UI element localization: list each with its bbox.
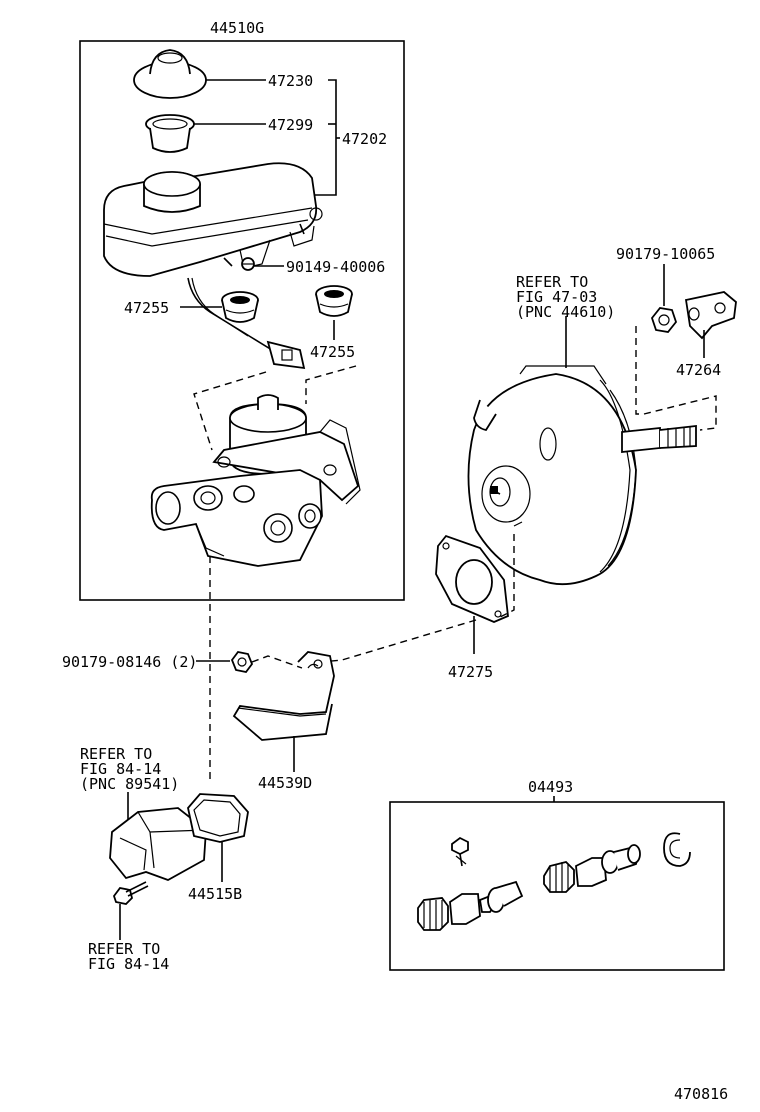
label-44515B: 44515B [188,885,242,903]
kit-piston-primary-part [417,880,524,931]
grommet-left-part [221,291,259,323]
bracket-part [232,651,335,741]
refer-booster-line-3: (PNC 44610) [516,303,615,321]
refer-sensor-line-1: REFER TO [80,745,152,763]
label-47230: 47230 [268,72,313,90]
label-47255-left: 47255 [124,299,169,317]
label-90149-40006: 90149-40006 [286,258,385,276]
figure-number: 470816 [674,1085,728,1103]
level-sensor-wire-part [187,277,306,370]
label-47299: 47299 [268,116,313,134]
bracket-nut-part [230,651,254,673]
clevis-nut-part [650,307,678,333]
grommet-right-part [315,285,353,317]
clevis-part [684,291,737,340]
booster-gasket-part [435,534,509,623]
label-47264: 47264 [676,361,721,379]
brake-booster-part [467,365,697,586]
label-47275: 47275 [448,663,493,681]
refer-booster-line-2: FIG 47-03 [516,288,597,306]
label-90179-08146: 90179-08146 (2) [62,653,197,671]
reservoir-screw-part [223,223,305,271]
label-47202: 47202 [342,130,387,148]
refer-bolt-line-1: REFER TO [88,940,160,958]
strainer-part [145,114,195,153]
master-cylinder-body-part [150,394,361,567]
label-47255-right: 47255 [310,343,355,361]
kit-snap-ring-part [663,832,691,867]
repair-kit-frame [389,801,725,971]
label-44510G: 44510G [210,19,264,37]
reservoir-cap-part [133,49,207,99]
label-44539D: 44539D [258,774,312,792]
sensor-bolt-part [112,881,149,905]
refer-sensor-line-3: (PNC 89541) [80,775,179,793]
refer-bolt-line-2: FIG 84-14 [88,955,169,973]
master-cylinder-frame [79,40,405,601]
kit-screw-part [451,836,469,867]
label-04493: 04493 [528,778,573,796]
sensor-gasket-part [187,793,249,843]
label-90179-10065: 90179-10065 [616,245,715,263]
refer-sensor-line-2: FIG 84-14 [80,760,161,778]
reservoir-tank-part [103,162,323,277]
sensor-part [109,807,207,881]
kit-piston-secondary-part [543,844,641,893]
refer-booster-line-1: REFER TO [516,273,588,291]
